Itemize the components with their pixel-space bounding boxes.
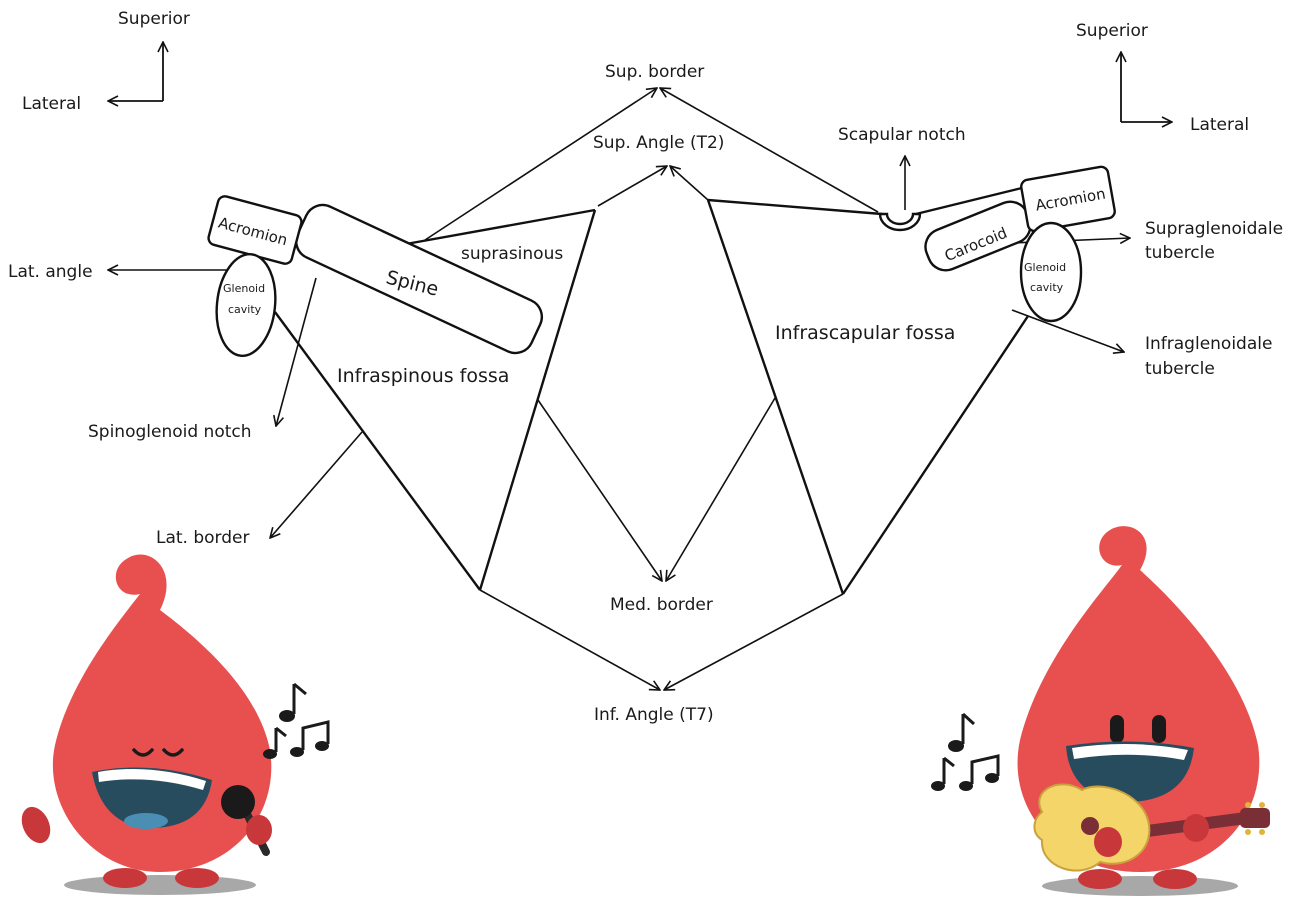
infraspinous-fossa-label: Infraspinous fossa	[337, 365, 509, 387]
shadow	[1042, 876, 1238, 896]
scapular-notch-shape	[878, 212, 922, 232]
orientation-right: Superior Lateral	[1076, 21, 1249, 135]
arrow-sup-border-right	[660, 88, 879, 213]
scapular-notch-label: Scapular notch	[838, 125, 966, 145]
scapula-outline	[274, 184, 1031, 595]
music-notes-right	[931, 712, 1000, 791]
body	[1017, 526, 1260, 872]
arrow-sup-border-left	[424, 88, 657, 241]
glenoid-right-label-2: cavity	[1030, 281, 1064, 294]
suprasinous-label: suprasinous	[461, 244, 563, 264]
right-bony-features	[878, 165, 1116, 323]
left-bony-features	[207, 195, 544, 358]
music-note-icon	[948, 712, 976, 752]
music-note-icon	[931, 756, 955, 791]
right-foot	[175, 868, 219, 888]
guitar-headstock	[1240, 808, 1270, 828]
superior-border-right-edge-2	[915, 184, 1031, 216]
music-note-icon	[279, 682, 307, 722]
left-lateral-border-edge	[274, 311, 481, 591]
glenoid-right-shape	[1019, 221, 1083, 323]
lat-border-label: Lat. border	[156, 528, 249, 548]
arrow-sup-angle-left	[597, 166, 667, 207]
inf-angle-label: Inf. Angle (T7)	[594, 705, 714, 725]
left-foot	[103, 868, 147, 888]
sup-border-label: Sup. border	[605, 62, 704, 82]
supraglenoidale-label-1: Supraglenoidale	[1145, 219, 1283, 239]
arrow-infraglenoidale	[1011, 309, 1124, 352]
infraglenoidale-label-1: Infraglenoidale	[1145, 334, 1272, 354]
glenoid-right-label-1: Glenoid	[1024, 261, 1066, 274]
guitar-mascot	[1017, 526, 1270, 896]
arrow-inf-angle-right	[664, 593, 844, 690]
microphone-icon	[221, 785, 255, 819]
acromion-right-shape	[1020, 165, 1116, 233]
arrow-med-border-left	[537, 399, 662, 581]
music-note-icon	[263, 726, 287, 759]
teeth	[1072, 743, 1188, 760]
diagram-labels: Sup. border Sup. Angle (T2) Scapular not…	[8, 62, 1283, 725]
tongue	[124, 813, 168, 829]
sup-angle-label: Sup. Angle (T2)	[593, 133, 724, 153]
left-medial-edge	[478, 209, 597, 591]
infrascapular-fossa-label: Infrascapular fossa	[775, 322, 955, 344]
singing-mascot	[21, 554, 272, 895]
guitar-icon	[1033, 783, 1270, 872]
pointer-arrows	[108, 88, 1130, 690]
lat-angle-label: Lat. angle	[8, 262, 93, 282]
sound-hole	[1081, 817, 1099, 835]
supraglenoidale-label-2: tubercle	[1145, 243, 1215, 263]
arrow-med-border-right	[666, 397, 776, 581]
med-border-label: Med. border	[610, 595, 713, 615]
right-medial-edge	[706, 199, 845, 595]
music-note-icon	[959, 754, 1000, 791]
orientation-left: Superior Lateral	[22, 9, 190, 114]
glenoid-left-label-1: Glenoid	[223, 282, 265, 295]
lateral-label-left: Lateral	[22, 94, 81, 114]
arrow-inf-angle-left	[479, 589, 660, 690]
music-notes-left	[263, 682, 330, 759]
spinoglenoid-notch-label: Spinoglenoid notch	[88, 422, 252, 442]
glenoid-left-shape	[215, 252, 277, 358]
left-eye	[1110, 715, 1124, 743]
superior-label-left: Superior	[118, 9, 190, 29]
left-foot	[1078, 869, 1122, 889]
arrow-lat-border	[270, 431, 363, 538]
teeth	[98, 769, 206, 790]
right-eye	[1152, 715, 1166, 743]
superior-label-right: Superior	[1076, 21, 1148, 41]
left-hand	[1094, 827, 1122, 857]
arrow-spinoglenoid-notch	[276, 277, 317, 426]
infraglenoidale-label-2: tubercle	[1145, 359, 1215, 379]
left-eye	[132, 748, 154, 757]
right-hand	[1183, 814, 1209, 842]
right-lateral-border-edge	[842, 315, 1029, 595]
superior-border-right-edge	[707, 198, 883, 216]
spine-to-sup-angle-edge	[394, 208, 596, 248]
music-note-icon	[290, 720, 330, 757]
arrow-sup-angle-right	[670, 166, 709, 201]
left-hand	[21, 806, 51, 844]
right-hand	[246, 815, 272, 845]
shadow	[64, 875, 256, 895]
right-foot	[1153, 869, 1197, 889]
lateral-label-right: Lateral	[1190, 115, 1249, 135]
glenoid-left-label-2: cavity	[228, 303, 262, 316]
right-eye	[162, 748, 184, 757]
